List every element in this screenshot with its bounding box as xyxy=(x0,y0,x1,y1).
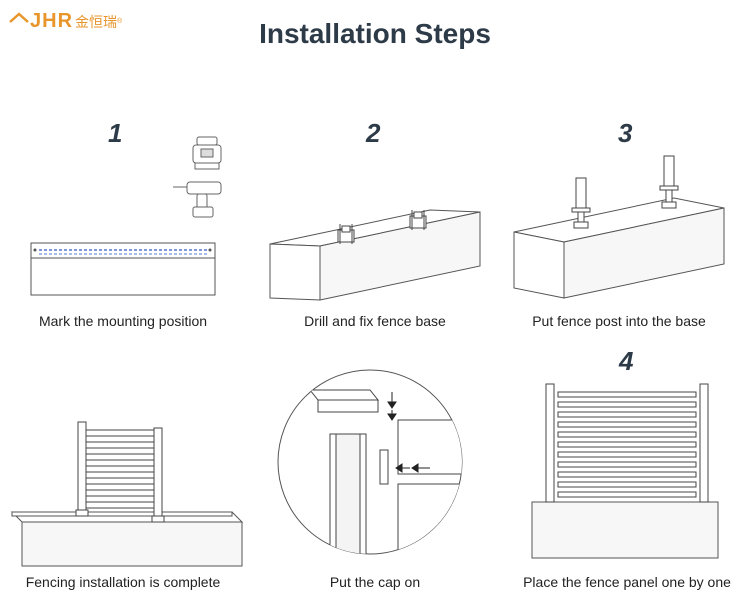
page-title: Installation Steps xyxy=(259,18,491,49)
fence-base-icon xyxy=(338,210,426,244)
fence-post-icon xyxy=(572,156,678,228)
illustration-cap xyxy=(272,362,468,562)
caption-step-4: Place the fence panel one by one xyxy=(523,574,731,590)
logo-text: JHR xyxy=(30,10,74,32)
logo-chinese: 金恒瑞 xyxy=(75,14,118,31)
caption-complete: Fencing installation is complete xyxy=(25,574,221,590)
registered-mark: ® xyxy=(117,18,123,25)
illustration-fix-base xyxy=(262,200,488,304)
step-number-2: 2 xyxy=(366,118,381,148)
illustration-mark-position xyxy=(25,125,225,300)
house-icon xyxy=(9,11,29,23)
arrow-icons xyxy=(388,392,430,472)
fence-panel-icon xyxy=(76,422,164,522)
caption-step-2: Drill and fix fence base xyxy=(304,313,446,329)
caption-step-1: Mark the mounting position xyxy=(38,313,208,329)
caption-cap: Put the cap on xyxy=(329,574,421,590)
drill-icon xyxy=(173,182,221,217)
step-number-4: 4 xyxy=(619,346,634,376)
illustration-complete xyxy=(8,420,246,570)
caption-step-3: Put fence post into the base xyxy=(532,313,706,329)
step-number-1: 1 xyxy=(108,118,123,148)
fence-slats-icon xyxy=(546,384,708,502)
brand-logo: JHR 金恒瑞 ® xyxy=(8,10,122,33)
laser-level-icon xyxy=(193,137,221,169)
post-cap-icon xyxy=(310,390,378,412)
step-number-3: 3 xyxy=(618,118,633,148)
illustration-place-panel xyxy=(528,378,724,562)
illustration-fence-post xyxy=(508,150,730,300)
